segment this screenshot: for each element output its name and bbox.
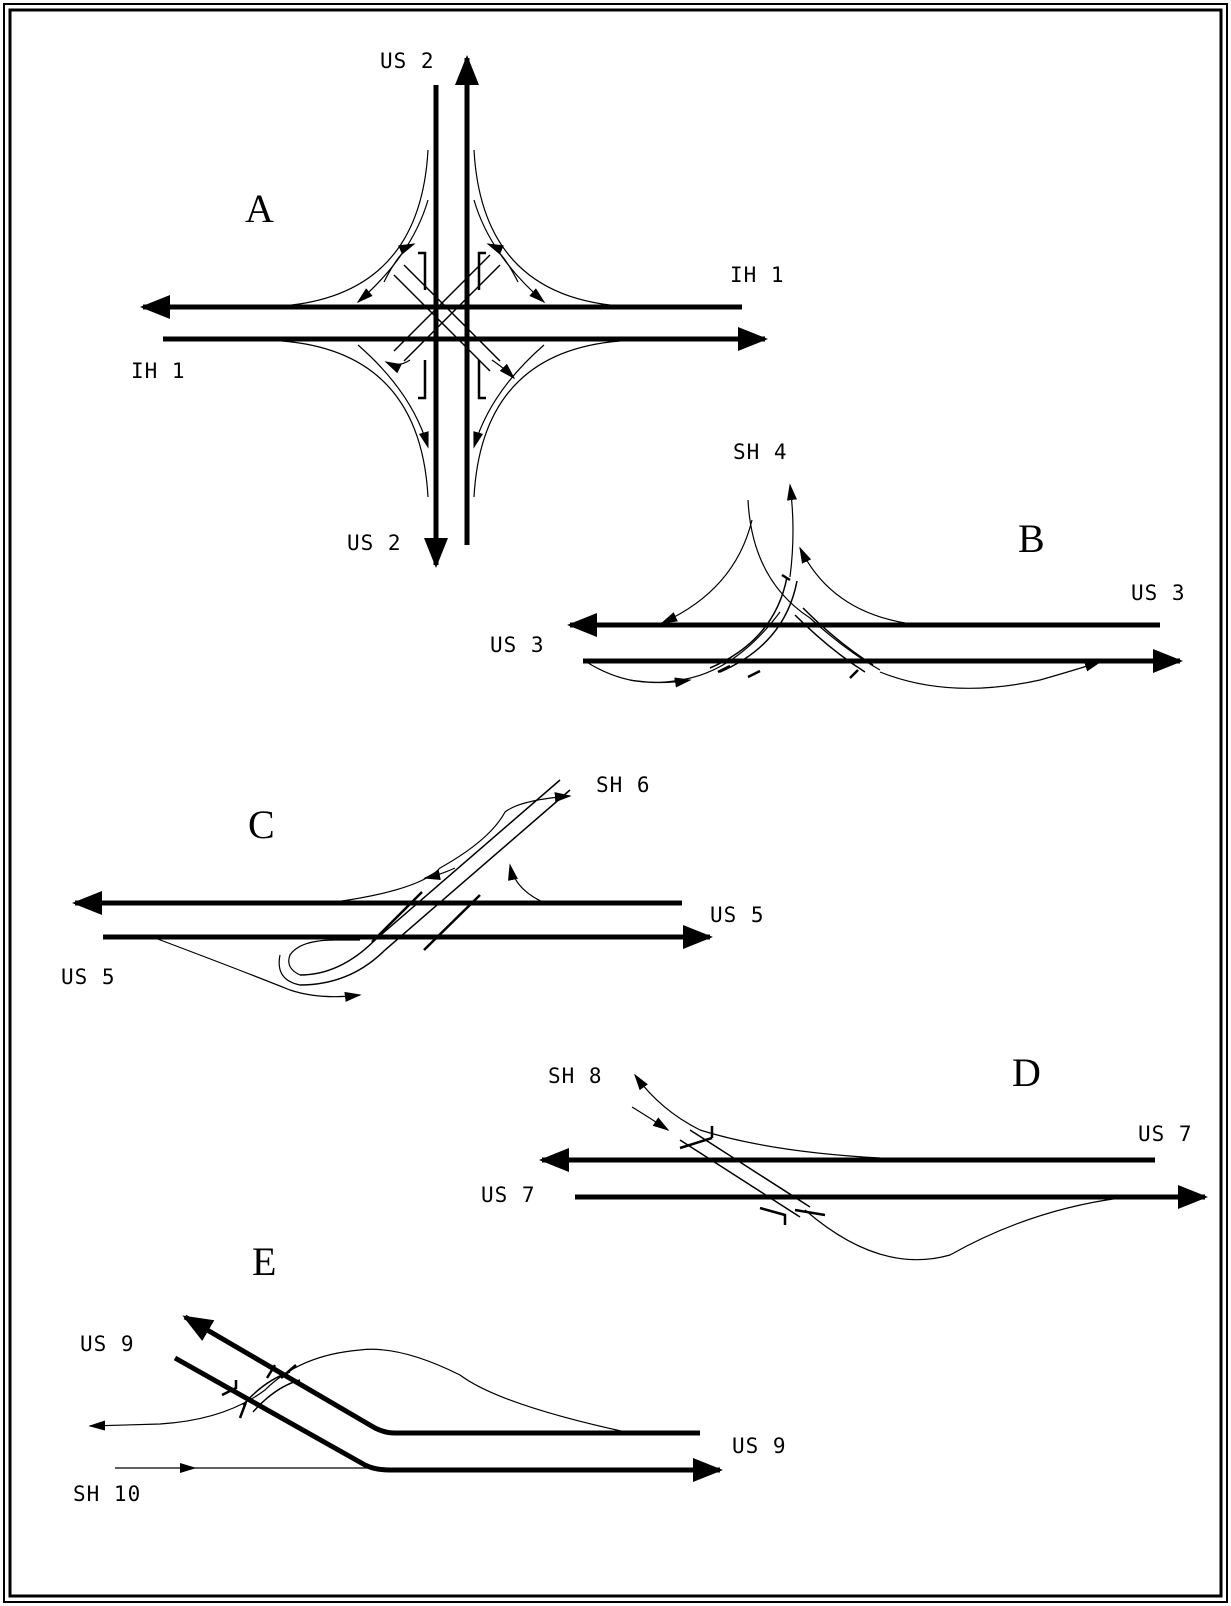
diagonal-bridge-2 xyxy=(393,254,501,362)
ramp-sw-loop xyxy=(384,359,411,374)
b-bracket-1 xyxy=(781,573,791,582)
sh4-out xyxy=(787,483,797,578)
c-ramp-ne xyxy=(508,863,546,904)
c-bracket-2 xyxy=(423,894,481,951)
b-bracket-4 xyxy=(849,669,859,679)
ramp-sw-inner xyxy=(357,344,429,449)
ramp-se-outer xyxy=(473,340,621,498)
us9-upper-label: US 9 xyxy=(80,1332,135,1356)
ramp-ne-inner xyxy=(473,199,546,304)
interchange-b-letter: B xyxy=(1018,516,1045,561)
sh4-bridge-left-a xyxy=(709,576,788,669)
interchange-c: C SH 6 US 5 US 5 xyxy=(61,773,765,1002)
sh8-label: SH 8 xyxy=(548,1064,603,1088)
interchange-a: A US 2 US 2 IH 1 IH 1 xyxy=(131,49,785,568)
bracket-se xyxy=(477,360,486,400)
ramp-nw-inner xyxy=(356,199,429,304)
interchange-e-letter: E xyxy=(252,1239,276,1284)
bracket-ne xyxy=(477,251,486,290)
e-bracket-1 xyxy=(221,1380,238,1397)
sh8-bridge-a xyxy=(679,1139,801,1218)
us9-westbound xyxy=(182,1314,700,1436)
sh4-bridge-left-b xyxy=(719,580,798,673)
us7-west-label: US 7 xyxy=(481,1183,536,1207)
sh10-label: SH 10 xyxy=(73,1482,141,1506)
c-ramp-in xyxy=(423,867,456,880)
ih1-east-label: IH 1 xyxy=(730,263,785,287)
d-ramp-se xyxy=(804,1197,1121,1261)
ramp-se-inner xyxy=(473,344,545,449)
ih1-west-label: IH 1 xyxy=(131,359,186,383)
e-ramp-loop xyxy=(88,1348,631,1434)
sh8-bridge-b xyxy=(689,1129,811,1208)
ramp-ne-outer xyxy=(473,149,621,307)
b-ramp-se xyxy=(879,661,1102,689)
us9-lower-label: US 9 xyxy=(732,1434,787,1458)
us2-north-label: US 2 xyxy=(380,49,435,73)
c-ramp-north xyxy=(334,792,572,903)
sh8-in xyxy=(631,1106,670,1131)
e-bridge-b xyxy=(252,1379,301,1413)
b-ramp-ne xyxy=(799,546,906,624)
c-bracket-1 xyxy=(371,891,423,943)
d-bracket-2 xyxy=(759,1206,826,1225)
b-ramp-nw xyxy=(660,519,753,624)
us9-eastbound xyxy=(173,1355,723,1482)
us3-east-label: US 3 xyxy=(1131,581,1186,605)
bracket-nw xyxy=(418,251,427,290)
e-bracket-4 xyxy=(265,1364,277,1379)
ramp-ne-loop xyxy=(486,243,519,283)
us2-south-label: US 2 xyxy=(347,531,402,555)
interchange-c-letter: C xyxy=(248,802,275,847)
ramp-sw-outer xyxy=(281,340,429,498)
sh4-main xyxy=(747,499,881,671)
sh6-label: SH 6 xyxy=(596,773,651,797)
d-bracket-1 xyxy=(679,1126,714,1150)
outer-border xyxy=(3,3,1228,1603)
b-bracket-2 xyxy=(717,664,731,674)
interchange-a-letter: A xyxy=(245,186,274,231)
sh4-bridge-right-a xyxy=(794,614,866,673)
b-ramp-sw-arrow xyxy=(629,677,692,688)
b-bracket-3 xyxy=(747,669,761,679)
c-loop-2 xyxy=(278,954,301,986)
interchange-e: E US 9 US 9 SH 10 xyxy=(73,1239,787,1506)
us7-east-label: US 7 xyxy=(1138,1122,1193,1146)
interchange-b: B SH 4 US 3 US 3 xyxy=(490,440,1186,689)
interchange-d: D SH 8 US 7 US 7 xyxy=(481,1050,1208,1261)
ramp-se-loop xyxy=(491,359,516,380)
sh6-bridge-b xyxy=(299,789,571,986)
sh4-bridge-right-b xyxy=(802,607,874,666)
ramp-nw-loop xyxy=(383,243,416,283)
us5-west-label: US 5 xyxy=(61,965,116,989)
bracket-sw xyxy=(418,360,427,400)
e-bracket-3 xyxy=(238,1401,248,1419)
sh8-out xyxy=(634,1073,881,1159)
sh4-label: SH 4 xyxy=(733,440,788,464)
ramp-nw-outer xyxy=(281,149,429,307)
interchange-d-letter: D xyxy=(1012,1050,1041,1095)
c-ramp-sw xyxy=(154,937,362,1002)
c-loop xyxy=(288,939,360,976)
us3-west-label: US 3 xyxy=(490,633,545,657)
us5-east-label: US 5 xyxy=(710,903,765,927)
inner-border xyxy=(8,8,1223,1598)
